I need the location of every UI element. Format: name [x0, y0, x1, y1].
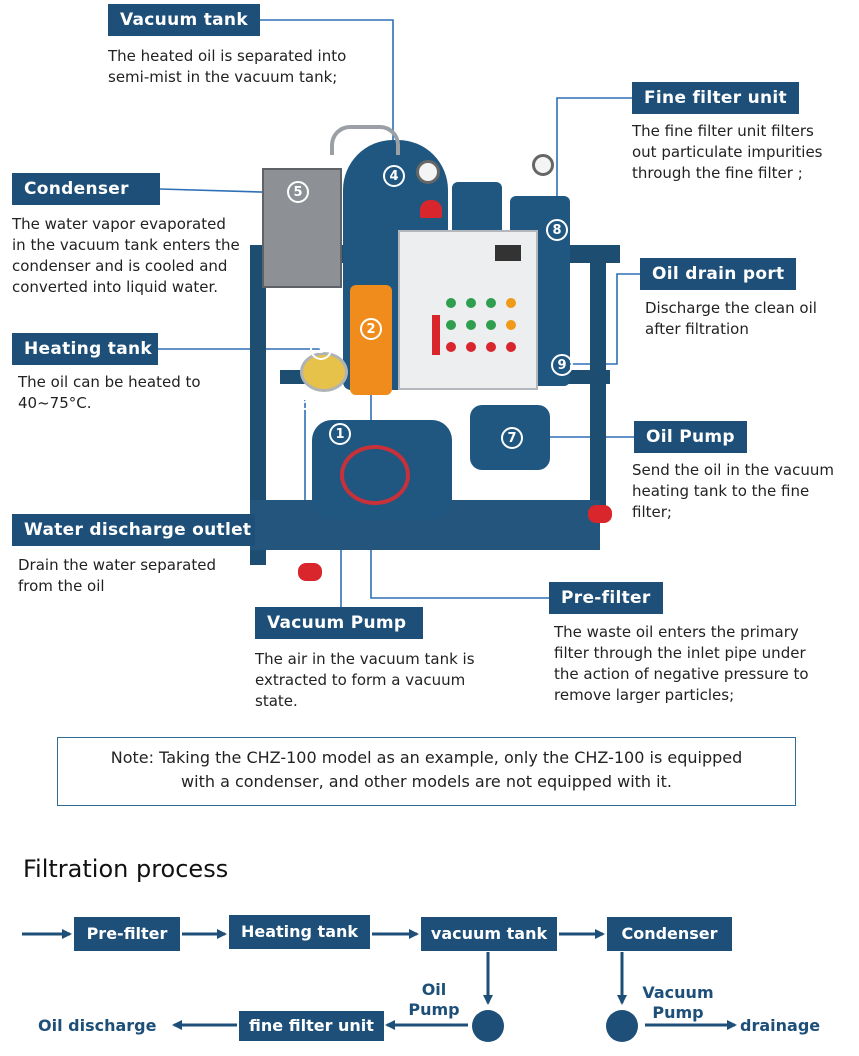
marker-8: 8 — [546, 219, 568, 241]
marker-9: 9 — [551, 354, 573, 376]
marker-3: 3 — [310, 338, 332, 360]
marker-7: 7 — [501, 427, 523, 449]
wheel-front-left — [298, 563, 322, 581]
vacuum-tank-label: Vacuum tank — [108, 4, 260, 36]
cabinet-buttons — [446, 298, 526, 368]
pre-filter-label: Pre-filter — [549, 582, 663, 614]
filter-gauge-icon — [532, 154, 554, 176]
flow-oil-discharge: Oil discharge — [38, 1016, 157, 1035]
marker-1: 1 — [329, 423, 351, 445]
marker-5: 5 — [287, 181, 309, 203]
marker-4: 4 — [383, 165, 405, 187]
condenser-label: Condenser — [12, 173, 160, 205]
frame-left-post — [250, 245, 266, 565]
water-discharge-label: Water discharge outlet — [12, 514, 255, 546]
wheel-front-right — [588, 505, 612, 523]
condenser-unit — [262, 168, 342, 288]
flow-pre-filter: Pre-filter — [74, 917, 180, 951]
flow-fine-filter-unit: fine filter unit — [239, 1011, 384, 1041]
cabinet-display — [495, 245, 521, 261]
vacuum-pump-node — [606, 1010, 638, 1042]
marker-2: 2 — [360, 318, 382, 340]
heating-tank-label: Heating tank — [12, 333, 158, 365]
pre-filter-canister — [350, 285, 392, 395]
vacuum-pump-fan-guard — [340, 445, 410, 505]
pressure-gauge-icon — [416, 160, 440, 184]
filtration-process-title: Filtration process — [23, 855, 229, 883]
oil-drain-label: Oil drain port — [640, 258, 797, 290]
vacuum-pump-label: Vacuum Pump — [255, 607, 423, 639]
cabinet-indicator-strip — [432, 315, 440, 355]
vacuum-pipe — [330, 125, 400, 155]
control-cabinet — [398, 230, 538, 390]
flow-heating-tank: Heating tank — [229, 915, 370, 949]
oil-pump-label: Oil Pump — [634, 421, 747, 453]
warning-lamp-icon — [420, 200, 442, 218]
marker-6: 6 — [293, 388, 315, 410]
model-note: Note: Taking the CHZ-100 model as an exa… — [57, 737, 796, 806]
oil-pump-node — [472, 1010, 504, 1042]
flow-drainage: drainage — [740, 1016, 821, 1035]
oil-purifier-machine-illustration: 1 2 3 4 5 6 7 8 9 — [240, 120, 630, 590]
flow-condenser: Condenser — [607, 917, 732, 951]
fine-filter-label: Fine filter unit — [632, 82, 799, 114]
flow-vacuum-tank: vacuum tank — [421, 917, 557, 951]
